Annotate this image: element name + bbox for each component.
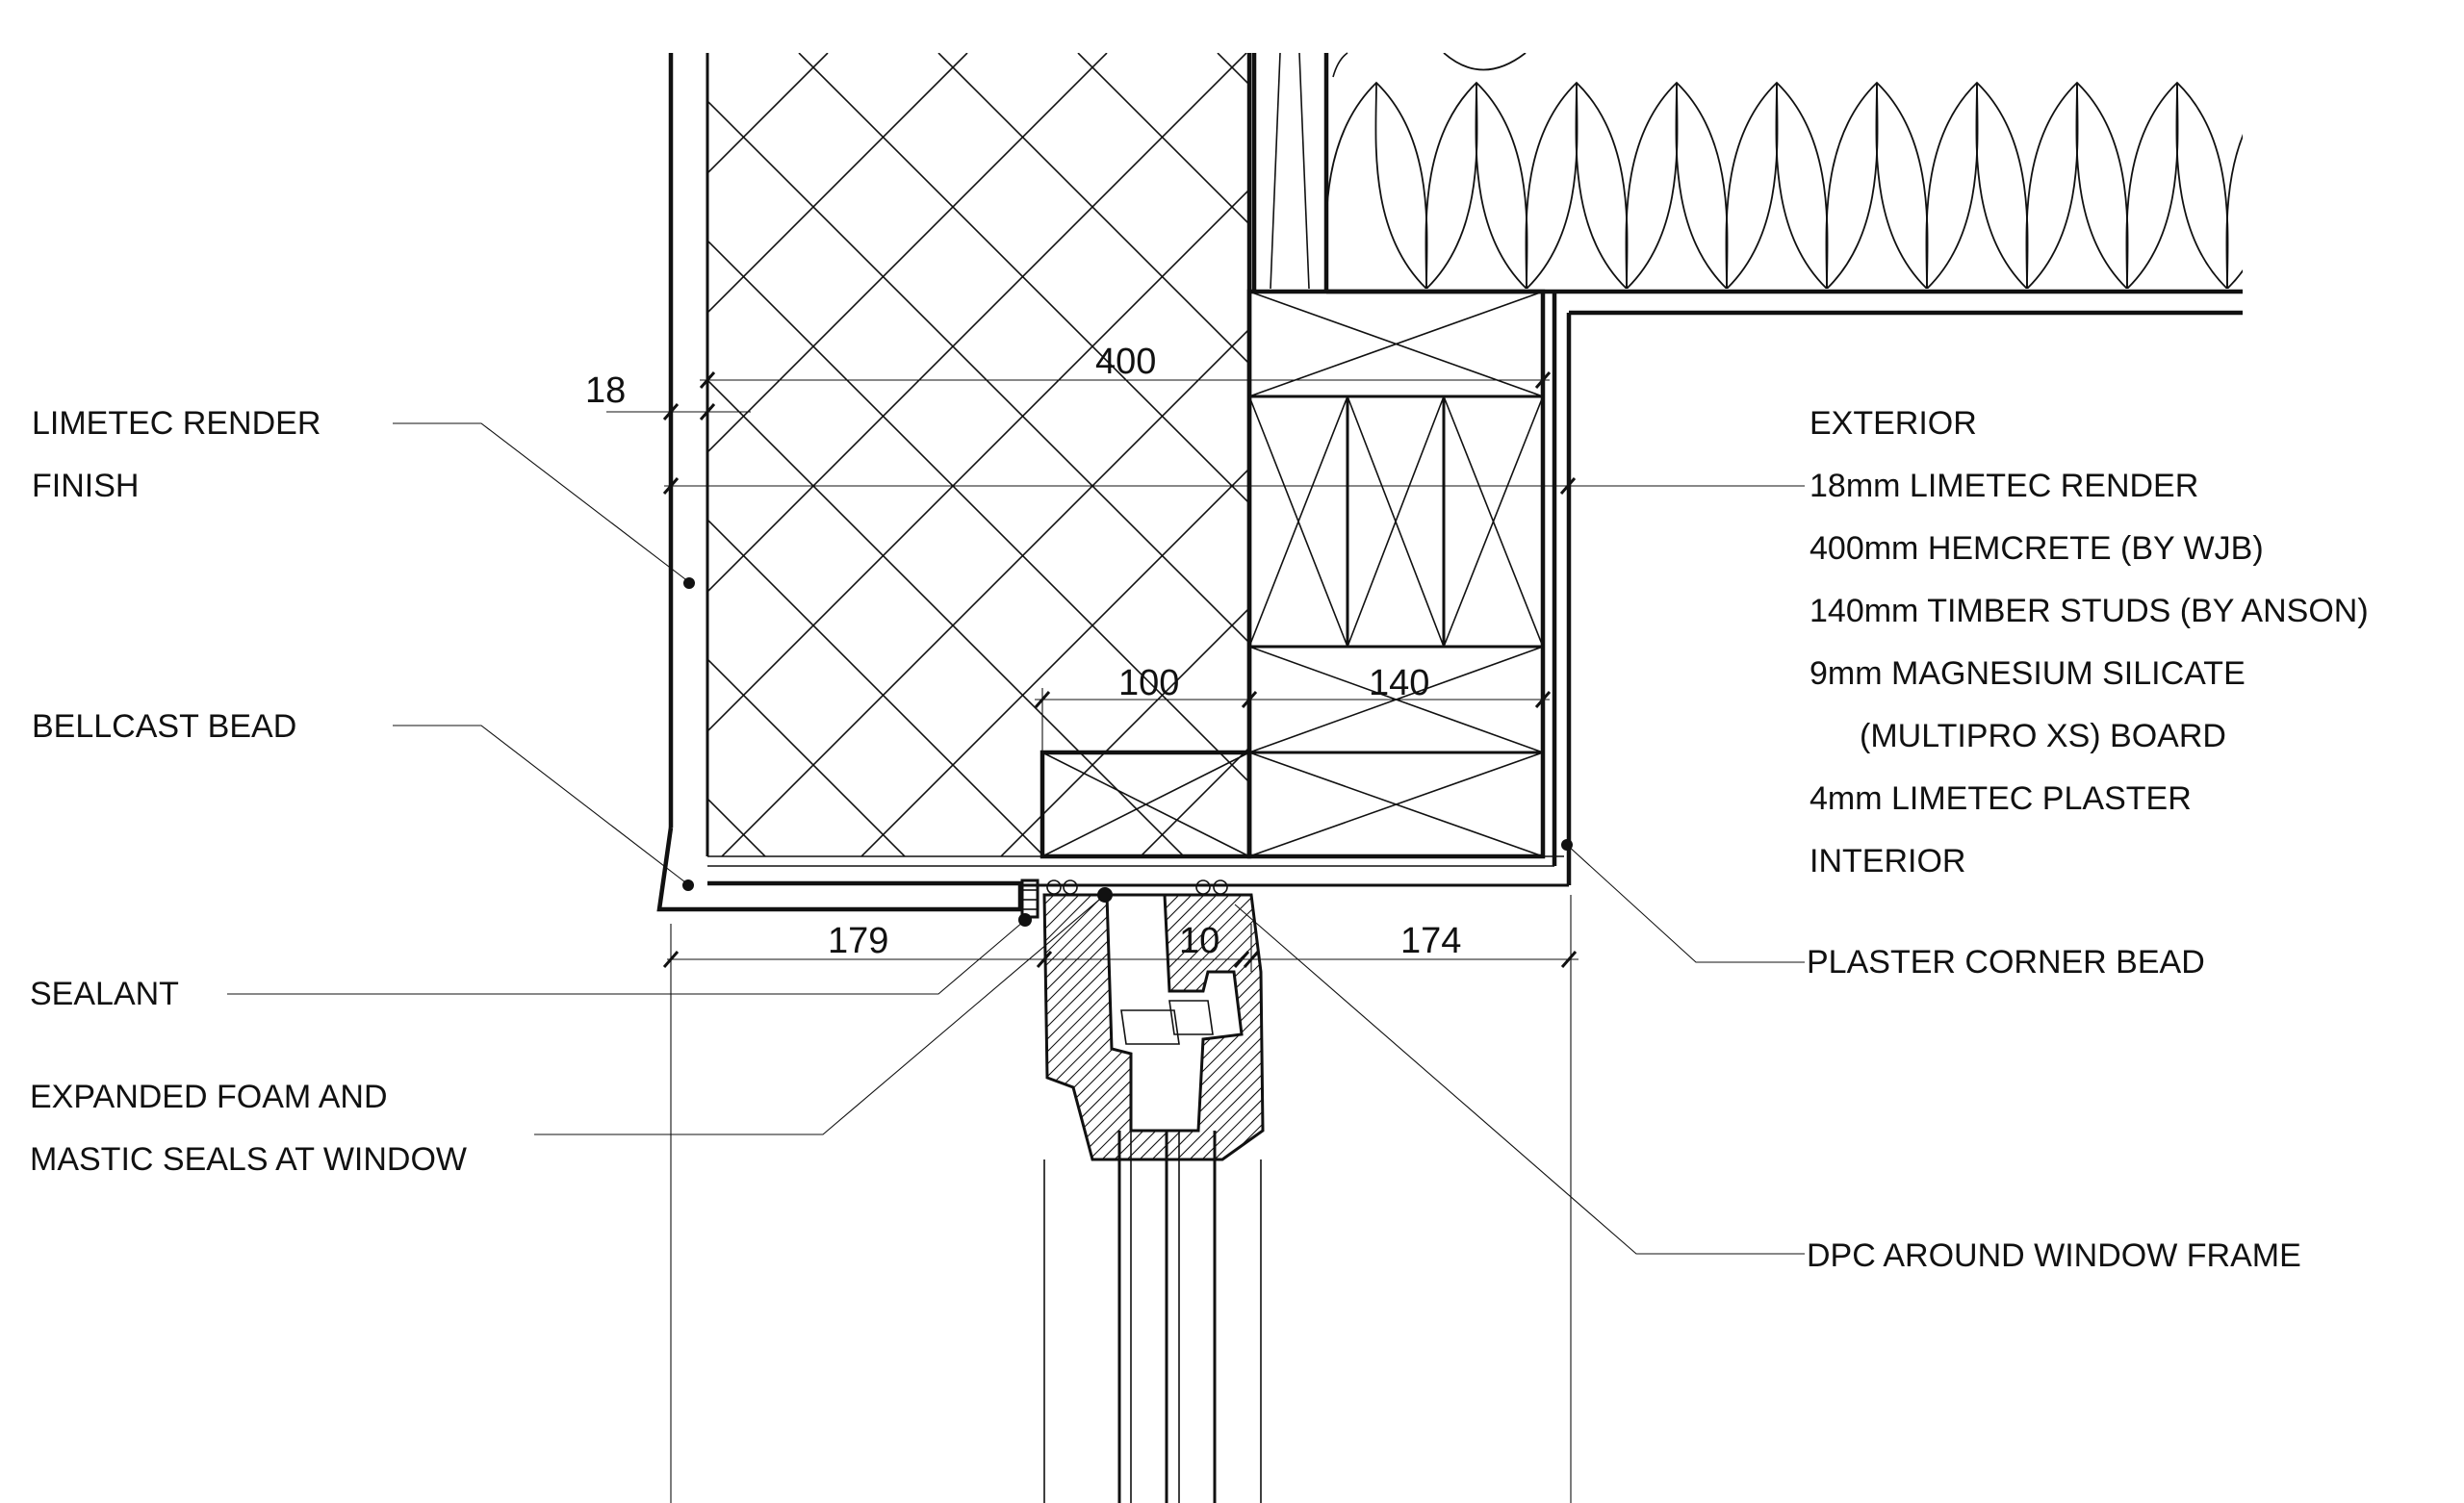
hatch-line — [490, 866, 808, 1184]
label-dpc: DPC AROUND WINDOW FRAME — [1807, 1237, 2301, 1274]
hatch-line — [1227, 895, 1263, 1159]
hatch-line — [1044, 895, 1234, 1159]
hatch-line — [707, 53, 1108, 454]
label-foam-1: EXPANDED FOAM AND — [30, 1079, 388, 1115]
hatch-line — [1044, 895, 1259, 1159]
hatch-line — [540, 866, 858, 1184]
timber-studs — [1246, 289, 1546, 859]
insulation-loop — [2175, 82, 2243, 289]
hatch-line — [1202, 895, 1263, 1159]
hatch-line — [628, 866, 945, 1184]
hatch-line — [665, 866, 983, 1184]
hatch-line — [1190, 895, 1263, 1159]
dim-100: 100 — [1118, 663, 1179, 703]
hatch-line — [465, 866, 783, 1184]
hatch-line — [477, 866, 795, 1184]
label-foam-2: MASTIC SEALS AT WINDOW — [30, 1141, 467, 1178]
render-layer — [656, 53, 1564, 912]
dim-400: 400 — [1095, 342, 1156, 382]
hatch-line — [615, 866, 933, 1184]
label-render-finish-1: LIMETEC RENDER — [32, 405, 321, 442]
hatch-line — [703, 866, 1020, 1184]
hatch-line — [999, 606, 1249, 856]
dim-174: 174 — [1400, 921, 1461, 961]
hatch-line — [1152, 895, 1263, 1159]
label-interior: INTERIOR — [1810, 843, 1965, 879]
hatch-line — [715, 866, 1033, 1184]
label-board-1: 9mm MAGNESIUM SILICATE — [1810, 655, 2246, 692]
hatch-line — [552, 866, 870, 1184]
hatch-line — [707, 53, 968, 315]
hatch-line — [1077, 53, 1249, 226]
hatch-line — [565, 866, 883, 1184]
dimension-lines — [606, 371, 1805, 1503]
hatch-line — [1303, 866, 1621, 1184]
hatch-line — [1252, 895, 1263, 1159]
hatch-line — [452, 866, 770, 1184]
insulation-top-arc — [1443, 53, 1527, 71]
hatch-line — [1044, 895, 1146, 1159]
hatch-line — [1044, 895, 1121, 1159]
label-plaster: 4mm LIMETEC PLASTER — [1810, 780, 2192, 817]
hatch-line — [603, 866, 920, 1184]
board-and-plaster — [1020, 289, 2243, 887]
hatch-line — [1044, 895, 1109, 1159]
hatch-line — [640, 866, 958, 1184]
insulation-loop — [2276, 83, 2377, 289]
hatch-line — [1240, 895, 1263, 1159]
label-sealant: SEALANT — [30, 976, 179, 1012]
hatch-line — [1044, 895, 1246, 1159]
label-bellcast-bead: BELLCAST BEAD — [32, 708, 296, 745]
label-render: 18mm LIMETEC RENDER — [1810, 468, 2198, 504]
hatch-line — [937, 53, 1249, 366]
dim-140: 140 — [1369, 663, 1429, 703]
hatch-line — [690, 866, 1008, 1184]
hatch-line — [1044, 895, 1134, 1159]
roof-insulation — [1326, 53, 2377, 289]
label-studs: 140mm TIMBER STUDS (BY ANSON) — [1810, 593, 2369, 629]
hatch-line — [1266, 866, 1583, 1184]
timber-block — [1040, 750, 1252, 859]
hatch-line — [1044, 895, 1159, 1159]
hatch-line — [1165, 895, 1263, 1159]
hatch-line — [707, 518, 1046, 856]
dim-179: 179 — [828, 921, 888, 961]
label-exterior: EXTERIOR — [1810, 405, 1977, 442]
hatch-line — [653, 866, 970, 1184]
hatch-line — [502, 866, 820, 1184]
hatch-line — [1044, 895, 1059, 1159]
insulation-loop — [2225, 134, 2243, 289]
hatch-line — [707, 657, 907, 856]
leader-lines — [227, 422, 1805, 1255]
hatch-line — [578, 866, 895, 1184]
label-plaster-corner-bead: PLASTER CORNER BEAD — [1807, 944, 2205, 981]
frame-hatch — [452, 866, 1633, 1184]
hatch-line — [1044, 895, 1221, 1159]
dim-18: 18 — [585, 370, 626, 411]
hatch-line — [1278, 866, 1596, 1184]
hatch-line — [1044, 895, 1046, 1159]
hatch-line — [1139, 746, 1249, 856]
label-board-2: (MULTIPRO XS) BOARD — [1860, 718, 2226, 754]
label-hemcrete: 400mm HEMCRETE (BY WJB) — [1810, 530, 2264, 567]
dim-10: 10 — [1179, 921, 1219, 961]
hatch-line — [1177, 895, 1263, 1159]
label-render-finish-2: FINISH — [32, 468, 139, 504]
hatch-line — [590, 866, 908, 1184]
hatch-line — [1291, 866, 1608, 1184]
roof-timber — [1251, 52, 1348, 292]
hatch-line — [1316, 866, 1633, 1184]
hatch-line — [527, 866, 845, 1184]
hatch-line — [1215, 895, 1263, 1159]
hatch-line — [1044, 895, 1084, 1159]
hatch-line — [678, 866, 995, 1184]
hatch-line — [515, 866, 833, 1184]
